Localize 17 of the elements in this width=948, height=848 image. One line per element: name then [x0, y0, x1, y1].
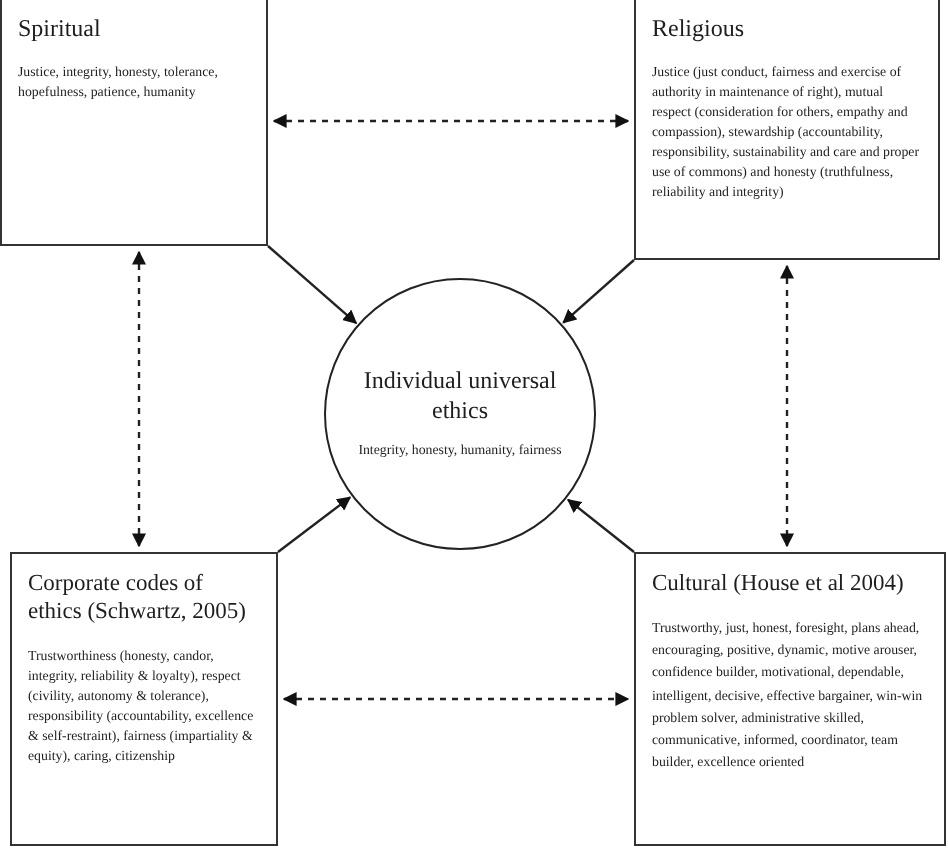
heading: Religious [652, 14, 747, 44]
dashed-arrow [282, 692, 630, 706]
category-box [634, 552, 946, 846]
dashed-arrow [780, 264, 794, 548]
category-box [10, 552, 278, 846]
arrow [267, 245, 358, 325]
heading: Spiritual [18, 14, 103, 44]
arrow [277, 496, 352, 553]
heading: Individual universal ethics [361, 366, 559, 426]
heading: Corporate codes of ethics (Schwartz, 2005) [28, 570, 248, 628]
arrow [567, 498, 635, 553]
dashed-arrow [132, 250, 146, 548]
category-box [0, 0, 268, 246]
dashed-arrow [272, 114, 630, 128]
heading: Cultural (House et al 2004) [652, 570, 906, 599]
arrow [562, 259, 635, 324]
category-box [634, 0, 940, 260]
